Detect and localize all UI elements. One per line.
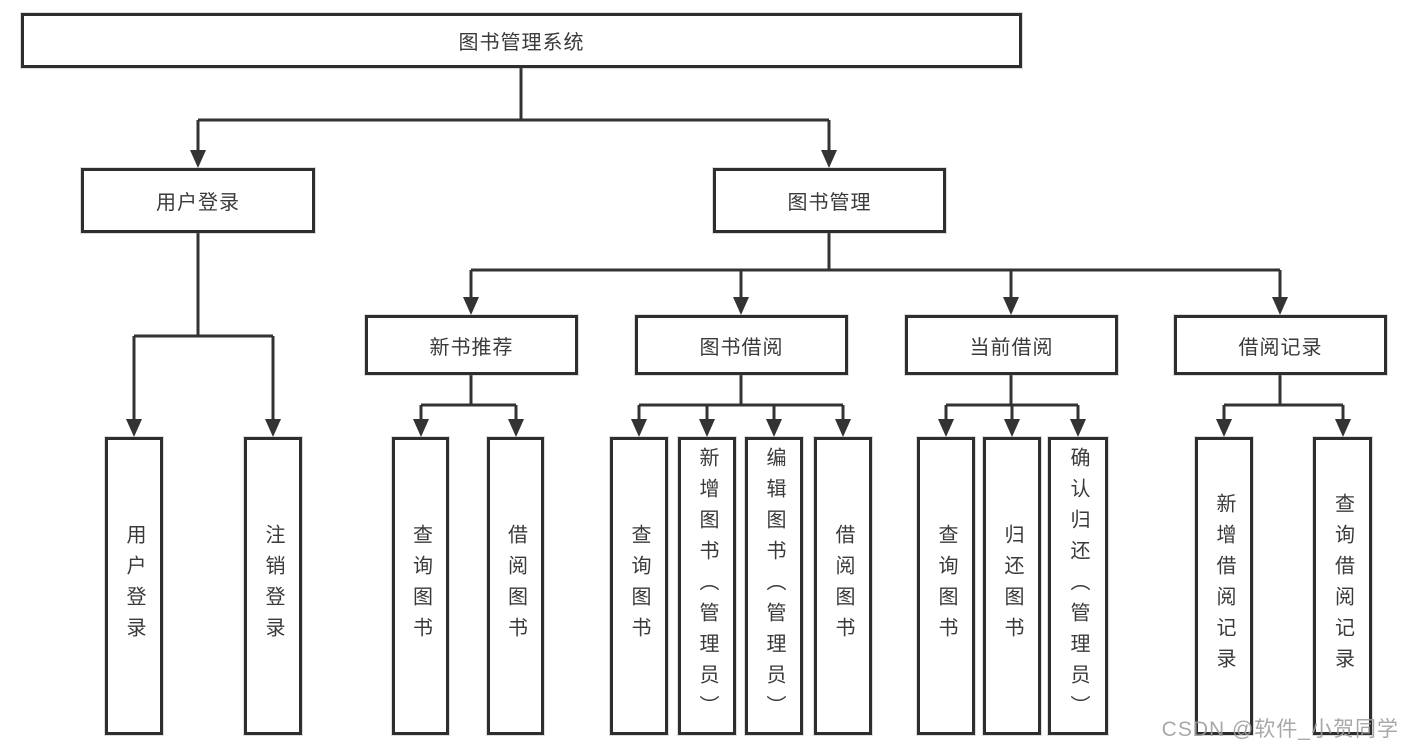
leaf-borrow-books: 借阅图书	[814, 437, 872, 735]
node-label: 新书推荐	[429, 336, 514, 359]
arrowheads	[126, 150, 1351, 437]
node-label: 借阅记录	[1238, 336, 1323, 359]
node-borrowing-records: 借阅记录	[1174, 315, 1387, 375]
leaf-edit-books-admin: 编辑图书（管理员）	[745, 437, 803, 735]
leaf-add-borrow-record: 新增借阅记录	[1195, 437, 1253, 735]
leaf-add-books-admin: 新增图书（管理员）	[678, 437, 736, 735]
node-label: 当前借阅	[969, 336, 1054, 359]
node-label: 图书借阅	[699, 336, 784, 359]
node-label: 查询借阅记录	[1331, 493, 1354, 679]
node-current-borrowing: 当前借阅	[905, 315, 1118, 375]
node-label: 借阅图书	[504, 524, 527, 648]
leaf-borrow-books-recommend: 借阅图书	[487, 437, 544, 735]
node-label: 编辑图书（管理员）	[763, 446, 785, 726]
leaf-query-books-borrow: 查询图书	[610, 437, 668, 735]
node-label: 查询图书	[628, 524, 650, 648]
node-label: 用户登录	[123, 524, 145, 648]
leaf-query-books-current: 查询图书	[917, 437, 975, 735]
leaf-return-books: 归还图书	[983, 437, 1041, 735]
node-label: 注销登录	[262, 524, 284, 648]
leaf-logout: 注销登录	[244, 437, 302, 735]
leaf-confirm-return-admin: 确认归还（管理员）	[1048, 437, 1108, 735]
node-book-borrowing: 图书借阅	[635, 315, 848, 375]
node-label: 新增图书（管理员）	[696, 446, 718, 726]
node-label: 借阅图书	[832, 524, 854, 648]
node-label: 确认归还（管理员）	[1067, 446, 1089, 726]
node-label: 用户登录	[156, 192, 240, 214]
node-label: 查询图书	[935, 524, 957, 648]
leaf-user-login: 用户登录	[105, 437, 163, 735]
node-label: 新增借阅记录	[1213, 493, 1235, 679]
node-user-login-branch: 用户登录	[81, 168, 315, 233]
node-label: 归还图书	[1001, 524, 1023, 648]
leaf-query-borrow-record: 查询借阅记录	[1313, 437, 1372, 735]
node-new-book-recommend: 新书推荐	[365, 315, 578, 375]
node-label: 图书管理	[787, 192, 872, 214]
node-label: 查询图书	[409, 524, 432, 648]
leaf-query-books-recommend: 查询图书	[392, 437, 449, 735]
node-root-system: 图书管理系统	[21, 13, 1022, 68]
node-label: 图书管理系统	[458, 32, 585, 54]
csdn-watermark: CSDN @软件_小贺同学	[1161, 718, 1399, 741]
node-book-management-branch: 图书管理	[713, 168, 946, 233]
